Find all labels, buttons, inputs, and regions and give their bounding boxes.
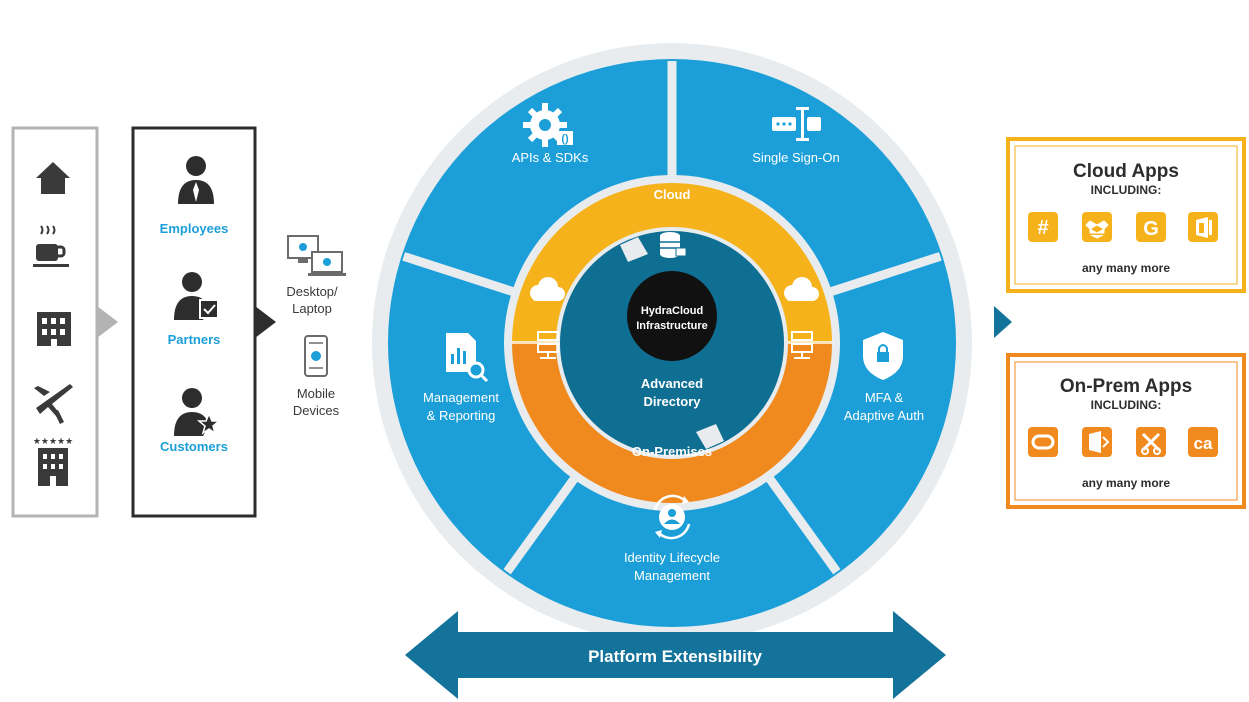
employee-icon — [178, 156, 214, 204]
partner-icon — [174, 272, 219, 320]
users-customers-label: Customers — [160, 439, 228, 454]
dropbox-icon — [1082, 212, 1112, 242]
output-arrow — [994, 306, 1012, 338]
mobile-label-line2: Devices — [293, 403, 340, 418]
server-left-icon — [537, 331, 559, 359]
svg-text:#: # — [1037, 217, 1048, 239]
sso-key-icon — [772, 107, 821, 141]
svg-text:(): () — [561, 133, 569, 145]
customer-icon — [174, 388, 222, 436]
airplane-icon — [34, 384, 73, 424]
shield-lock-icon — [863, 332, 903, 380]
users-panel — [131, 126, 276, 518]
segment-mfa-label-line2: Adaptive Auth — [844, 408, 924, 423]
onprem-apps-title: On-Prem Apps — [1060, 376, 1192, 397]
ca-icon: ca — [1188, 427, 1218, 457]
sap-icon — [1136, 427, 1166, 457]
desktop-label-line2: Laptop — [292, 301, 332, 316]
onprem-apps-subtitle: INCLUDING: — [1091, 398, 1162, 412]
segment-mfa-label-line1: MFA & — [865, 390, 904, 405]
cloud-apps-subtitle: INCLUDING: — [1091, 183, 1162, 197]
locations-panel: ★★★★★ — [11, 126, 118, 518]
lifecycle-icon — [653, 494, 691, 540]
segment-lifecycle-label-line1: Identity Lifecycle — [624, 550, 720, 565]
server-right-icon — [791, 331, 813, 359]
svg-text:G: G — [1143, 218, 1159, 240]
segment-apis-label: APIs & SDKs — [512, 150, 589, 165]
exchange-icon — [1082, 427, 1112, 457]
cloud-apps-panel: # G — [1006, 137, 1246, 293]
onprem-apps-panel: ca — [1006, 353, 1246, 509]
oracle-icon — [1028, 427, 1058, 457]
desktop-laptop-icon — [287, 235, 346, 276]
database-icon — [660, 232, 687, 258]
onprem-apps-footer: any many more — [1082, 476, 1170, 490]
home-icon — [36, 162, 70, 194]
platform-extensibility-arrow — [405, 611, 946, 699]
svg-text:★★★★★: ★★★★★ — [33, 436, 73, 446]
onprem-ring-label: On-Premises — [632, 444, 712, 459]
core-label-line2: Infrastructure — [636, 320, 708, 332]
directory-label-line2: Directory — [643, 394, 701, 409]
mobile-label-line1: Mobile — [297, 386, 335, 401]
desktop-label-line1: Desktop/ — [286, 284, 338, 299]
google-icon: G — [1136, 212, 1166, 242]
cloud-ring-label: Cloud — [654, 187, 691, 202]
office-icon — [1188, 212, 1218, 242]
users-employees-label: Employees — [160, 221, 229, 236]
slack-icon: # — [1028, 212, 1058, 242]
segment-sso-label: Single Sign-On — [752, 150, 839, 165]
office-building-icon — [37, 312, 71, 346]
users-partners-label: Partners — [168, 332, 221, 347]
cloud-left-icon — [530, 277, 565, 301]
segment-mgmt-label-line1: Management — [423, 390, 499, 405]
svg-text:ca: ca — [1194, 434, 1213, 453]
cloud-apps-footer: any many more — [1082, 261, 1170, 275]
coffee-icon — [33, 225, 69, 267]
core-label-line1: HydraCloud — [641, 305, 703, 317]
mobile-device-icon — [304, 335, 328, 377]
platform-extensibility-label: Platform Extensibility — [588, 647, 762, 666]
cloud-apps-title: Cloud Apps — [1073, 161, 1179, 182]
cloud-right-icon — [784, 277, 819, 301]
segment-mgmt-label-line2: & Reporting — [427, 408, 496, 423]
gear-code-icon: () — [523, 103, 573, 147]
platform-wheel — [372, 43, 972, 643]
directory-label-line1: Advanced — [641, 376, 703, 391]
hotel-icon: ★★★★★ — [33, 436, 73, 486]
report-search-icon — [446, 333, 489, 383]
segment-lifecycle-label-line2: Management — [634, 568, 710, 583]
